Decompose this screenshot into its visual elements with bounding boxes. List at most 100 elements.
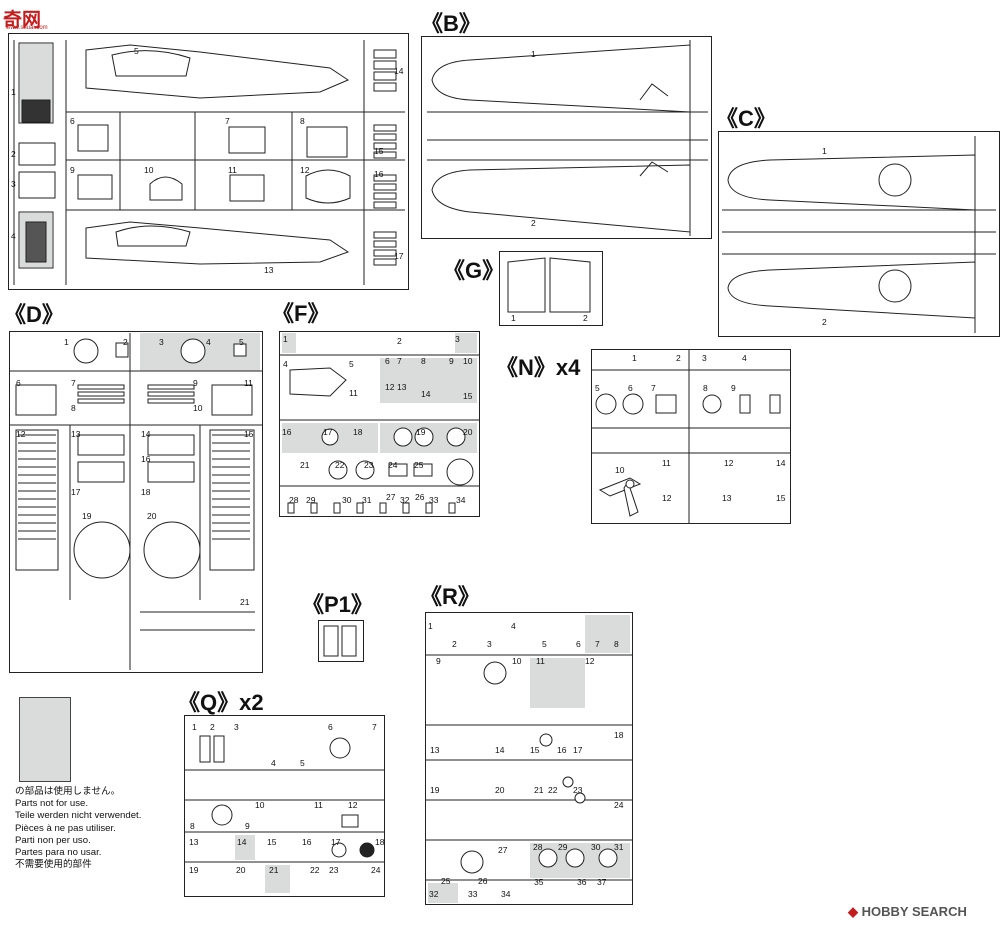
part-number-f-6: 6 — [385, 356, 390, 366]
part-p1-right — [341, 625, 357, 657]
part-number-f-23: 23 — [364, 460, 374, 470]
part-number-d-7: 7 — [71, 378, 76, 388]
sprue-n-frame — [591, 349, 791, 524]
part-number-d-15: 15 — [244, 429, 254, 439]
wing-c1 — [727, 154, 976, 211]
sprue-c-title: 《C》 — [716, 106, 776, 131]
sprue-r-unused-4 — [428, 883, 458, 903]
not-for-use-swatch — [19, 697, 71, 782]
part-number-n-6: 6 — [628, 383, 633, 393]
part-d6 — [15, 384, 57, 416]
part-number-r-32: 32 — [429, 889, 439, 899]
part-r15 — [539, 733, 553, 747]
part-a14-rib — [373, 49, 397, 59]
part-number-f-21: 21 — [300, 460, 310, 470]
part-number-f-1: 1 — [283, 334, 288, 344]
part-number-r-34: 34 — [501, 889, 511, 899]
part-number-r-35: 35 — [534, 877, 544, 887]
part-number-r-29: 29 — [558, 842, 568, 852]
part-number-f-32: 32 — [400, 495, 410, 505]
part-number-f-18: 18 — [353, 427, 363, 437]
part-number-a-8: 8 — [300, 116, 305, 126]
part-f15 — [321, 428, 339, 446]
part-d1 — [73, 338, 99, 364]
part-number-r-10: 10 — [512, 656, 522, 666]
part-f-small — [379, 502, 387, 514]
propeller-hub — [625, 479, 635, 489]
sprue-f-title: 《F》 — [272, 301, 330, 326]
part-number-f-7: 7 — [397, 356, 402, 366]
part-number-c-2: 2 — [822, 317, 827, 327]
part-number-n-13: 12 — [724, 458, 734, 468]
legend-line-it: Parti non per uso. — [15, 834, 91, 846]
part-d14 — [77, 461, 125, 483]
wing-b1 — [431, 44, 691, 113]
part-a17-rib — [373, 240, 397, 248]
part-number-f-15: 15 — [463, 391, 473, 401]
part-number-n-16: 15 — [776, 493, 786, 503]
part-a16-rib — [373, 201, 397, 209]
part-a2 — [18, 142, 56, 166]
part-number-f-27: 27 — [386, 492, 396, 502]
part-number-q-15: 15 — [267, 837, 277, 847]
part-d-strip — [77, 391, 125, 397]
part-number-r-17: 17 — [573, 745, 583, 755]
wing-b1-tip — [639, 83, 669, 101]
part-number-r-13: 13 — [430, 745, 440, 755]
part-number-r-27: 27 — [498, 845, 508, 855]
part-number-r-21: 21 — [534, 785, 544, 795]
part-f-small — [287, 502, 295, 514]
part-number-f-3: 3 — [455, 334, 460, 344]
part-number-r-22: 22 — [548, 785, 558, 795]
part-number-r-3: 3 — [487, 639, 492, 649]
part-number-q-19: 19 — [189, 865, 199, 875]
engine-nacelle-c2 — [878, 269, 912, 303]
part-a15-rib — [373, 133, 397, 141]
part-number-q-18: 18 — [375, 837, 385, 847]
part-number-f-33: 33 — [429, 495, 439, 505]
part-number-f-31: 31 — [362, 495, 372, 505]
part-r26 — [460, 850, 484, 874]
part-number-q-20: 20 — [236, 865, 246, 875]
part-number-n-11: 11 — [662, 458, 671, 468]
part-f16 — [393, 427, 413, 447]
not-for-use-legend: の部品は使用しません。 Parts not for use. Teile wer… — [15, 786, 141, 871]
part-number-n-12: 12 — [662, 493, 672, 503]
part-q17 — [331, 842, 347, 858]
sprue-q-unused-2 — [265, 865, 290, 893]
part-f22 — [413, 463, 433, 477]
part-n8 — [702, 394, 722, 414]
part-number-q-11: 11 — [314, 800, 323, 810]
part-number-d-16: 16 — [141, 454, 151, 464]
part-number-r-9: 9 — [436, 656, 441, 666]
part-number-n-8: 8 — [703, 383, 708, 393]
part-number-q-14: 14 — [237, 837, 247, 847]
part-f17 — [446, 427, 466, 447]
part-d11 — [211, 384, 253, 416]
part-d4 — [180, 338, 206, 364]
part-a14-rib — [373, 71, 397, 81]
part-number-c-1: 1 — [822, 146, 827, 156]
part-f23 — [446, 458, 474, 486]
part-number-r-7: 7 — [595, 639, 600, 649]
part-d12-frame — [15, 429, 59, 571]
part-number-r-6: 6 — [576, 639, 581, 649]
part-number-a-5: 5 — [134, 46, 139, 56]
part-number-d-11: 11 — [244, 378, 253, 388]
part-number-f-4: 4 — [283, 359, 288, 369]
part-number-r-2: 2 — [452, 639, 457, 649]
part-number-a-17: 17 — [394, 251, 404, 261]
part-d2 — [115, 342, 129, 358]
part-d-strip — [77, 398, 125, 404]
part-number-d-17: 17 — [71, 487, 81, 497]
part-q9 — [211, 804, 233, 826]
sprue-f-unused-3 — [380, 358, 477, 403]
part-number-d-12: 12 — [16, 429, 26, 439]
part-a16-rib — [373, 192, 397, 200]
part-number-n-7: 7 — [651, 383, 656, 393]
part-number-q-12: 12 — [348, 800, 358, 810]
part-number-r-36: 36 — [577, 877, 587, 887]
part-number-n-3: 3 — [702, 353, 707, 363]
part-a9 — [77, 174, 113, 200]
part-number-d-19: 19 — [82, 511, 92, 521]
